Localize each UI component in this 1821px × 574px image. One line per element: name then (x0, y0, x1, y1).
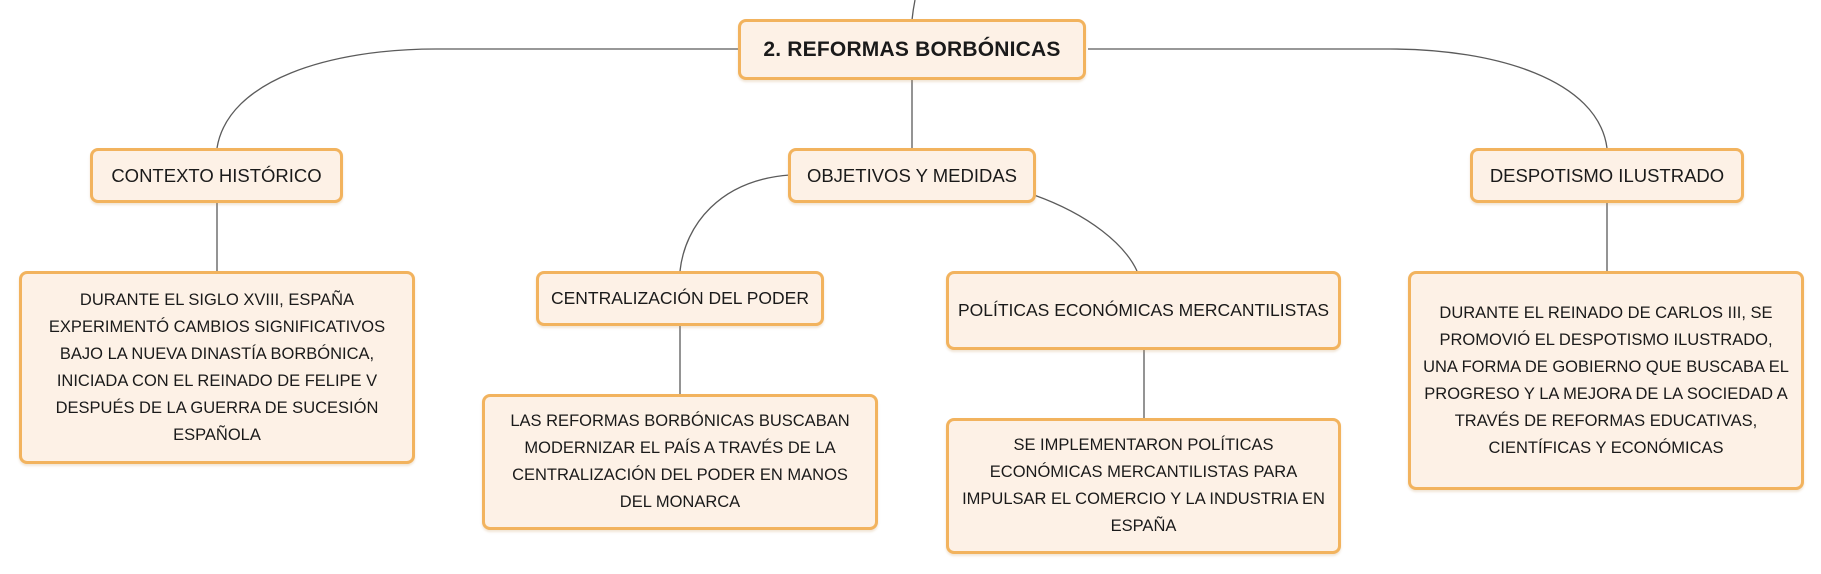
topic-objetivos-y-medidas[interactable]: OBJETIVOS Y MEDIDAS (788, 148, 1036, 203)
connector-root-to-contexto (216, 48, 738, 149)
detail-despotismo-ilustrado[interactable]: DURANTE EL REINADO DE CARLOS III, SE PRO… (1408, 271, 1804, 490)
connector-objetivos-to-politicas (1033, 194, 1138, 272)
connector-parent-to-root (911, 0, 916, 21)
subtopic-politicas-economicas-mercantilistas[interactable]: POLÍTICAS ECONÓMICAS MERCANTILISTAS (946, 271, 1341, 350)
root-node[interactable]: 2. REFORMAS BORBÓNICAS (738, 19, 1086, 80)
detail-politicas-economicas-mercantilistas[interactable]: SE IMPLEMENTARON POLÍTICAS ECONÓMICAS ME… (946, 418, 1341, 554)
connector-root-to-despotismo (1088, 48, 1608, 149)
topic-contexto-historico[interactable]: CONTEXTO HISTÓRICO (90, 148, 343, 203)
subtopic-centralizacion-del-poder[interactable]: CENTRALIZACIÓN DEL PODER (536, 271, 824, 326)
topic-despotismo-ilustrado[interactable]: DESPOTISMO ILUSTRADO (1470, 148, 1744, 203)
connector-objetivos-to-centralizacion (679, 174, 791, 272)
detail-centralizacion-del-poder[interactable]: LAS REFORMAS BORBÓNICAS BUSCABAN MODERNI… (482, 394, 878, 530)
detail-contexto-historico[interactable]: DURANTE EL SIGLO XVIII, ESPAÑA EXPERIMEN… (19, 271, 415, 464)
